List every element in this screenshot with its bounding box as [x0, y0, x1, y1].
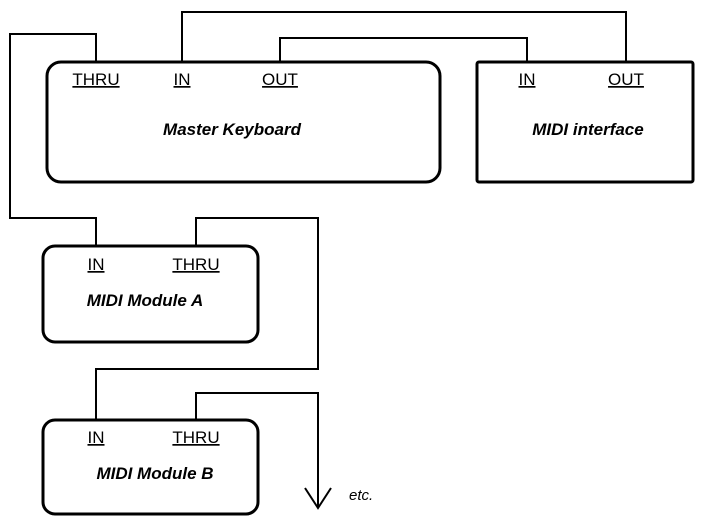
midi-module-b-box [41, 418, 260, 516]
midi-module-b-in-port: IN [88, 428, 105, 447]
wire-interface-out-to-keyboard-in [181, 11, 627, 62]
midi-module-a-label: MIDI Module A [87, 291, 203, 310]
master-keyboard-out-port: OUT [262, 70, 298, 89]
midi-module-b-thru-port: THRU [172, 428, 219, 447]
master-keyboard-in-port: IN [174, 70, 191, 89]
continuation-label: etc. [349, 487, 373, 504]
midi-interface-out-port: OUT [608, 70, 644, 89]
midi-interface-device: IN OUT MIDI interface [475, 60, 695, 184]
wire-module-b-thru-to-continuation [195, 392, 319, 508]
continuation-arrowhead [304, 487, 332, 510]
midi-module-b-device: IN THRU MIDI Module B [41, 418, 260, 516]
master-keyboard-thru-port: THRU [72, 70, 119, 89]
connections [9, 11, 627, 510]
midi-interface-label: MIDI interface [532, 120, 643, 139]
wire-keyboard-thru-to-module-a-in [9, 33, 97, 246]
master-keyboard-box [45, 60, 442, 184]
midi-module-a-thru-port: THRU [172, 255, 219, 274]
midi-interface-box [475, 60, 695, 184]
wire-module-a-thru-to-module-b-in [95, 217, 319, 420]
midi-module-a-in-port: IN [88, 255, 105, 274]
wire-keyboard-out-to-interface-in [279, 37, 528, 62]
midi-module-b-label: MIDI Module B [96, 464, 213, 483]
midi-interface-in-port: IN [519, 70, 536, 89]
midi-module-a-box [41, 244, 260, 344]
midi-module-a-device: IN THRU MIDI Module A [41, 244, 260, 344]
master-keyboard-device: THRU IN OUT Master Keyboard [45, 60, 442, 184]
master-keyboard-label: Master Keyboard [163, 120, 302, 139]
